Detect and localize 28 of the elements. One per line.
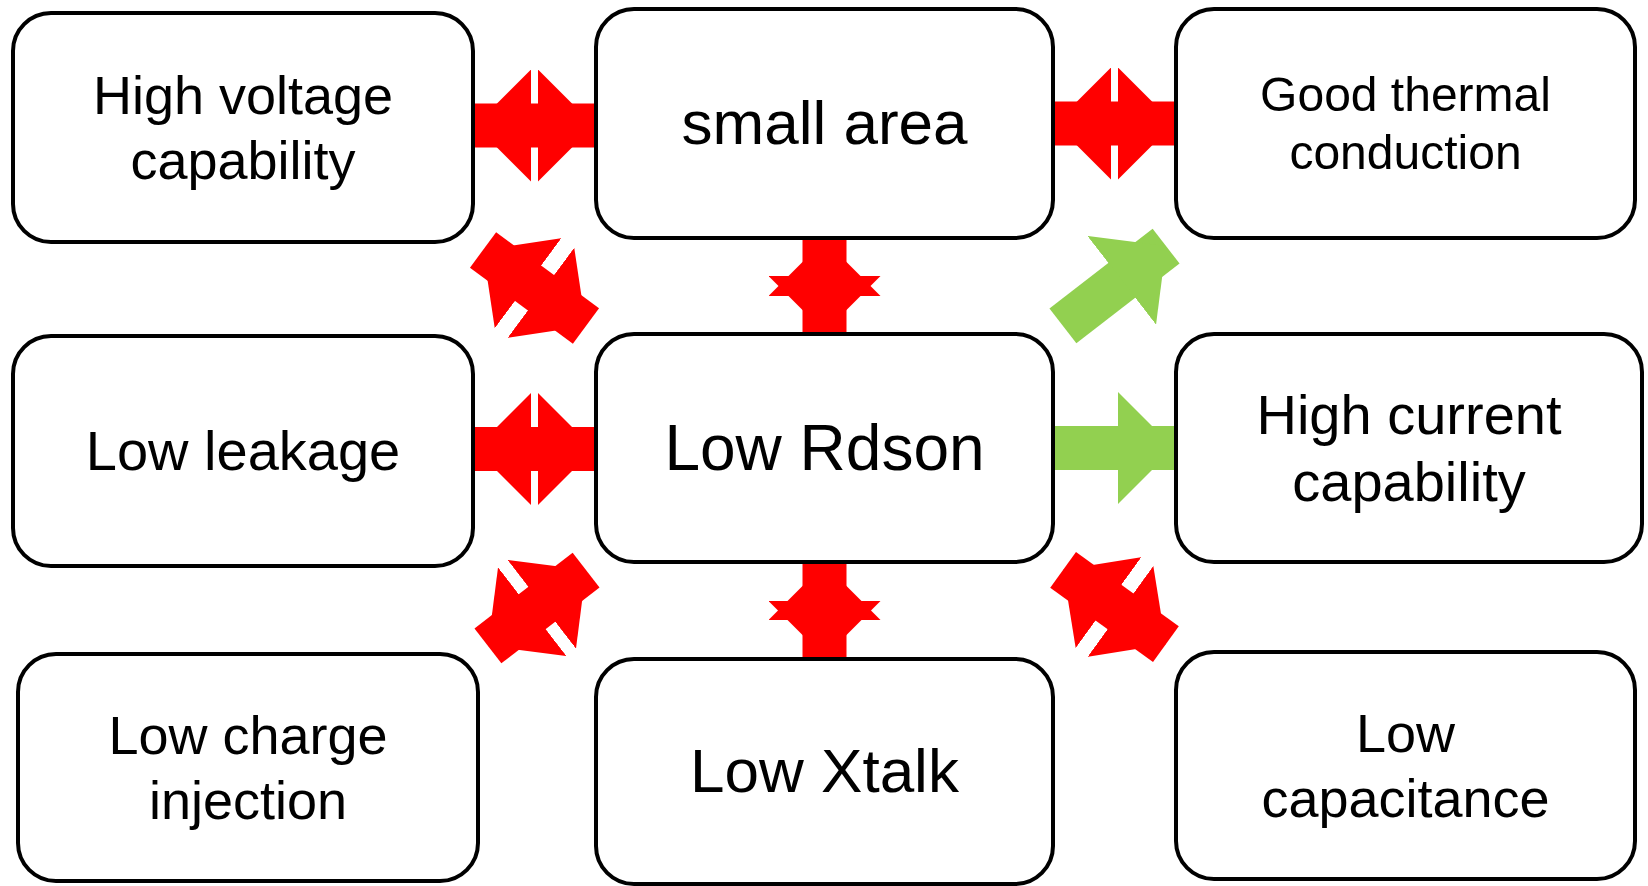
box-label: Low leakage — [85, 418, 401, 485]
rounded-box — [594, 657, 1055, 886]
box-label: Low capacitance — [1260, 701, 1551, 830]
box-label: Low charge injection — [107, 703, 389, 832]
box-label: small area — [681, 87, 968, 160]
double-arrow — [474, 552, 600, 664]
box-label: Low Xtalk — [690, 735, 959, 808]
box-label: High voltage capability — [91, 63, 395, 192]
rounded-box — [1174, 7, 1637, 240]
double-arrow — [469, 232, 600, 344]
rounded-box — [594, 332, 1055, 564]
double-arrow — [1050, 552, 1179, 663]
double-arrow — [475, 69, 594, 182]
double-arrow — [1055, 67, 1174, 180]
rounded-box — [1174, 650, 1637, 881]
rounded-box — [11, 11, 475, 244]
box-label: Low Rdson — [664, 410, 985, 486]
rounded-box — [16, 652, 480, 883]
arrow — [1055, 392, 1174, 504]
rounded-box — [594, 7, 1055, 240]
double-arrow — [768, 564, 881, 657]
box-label: High current capability — [1255, 381, 1563, 515]
double-arrow — [475, 393, 594, 505]
box-label: Good thermal conduction — [1259, 66, 1552, 181]
arrow — [1049, 228, 1180, 344]
double-arrow — [768, 240, 881, 332]
rounded-box — [1174, 332, 1644, 564]
rounded-box — [11, 334, 475, 568]
